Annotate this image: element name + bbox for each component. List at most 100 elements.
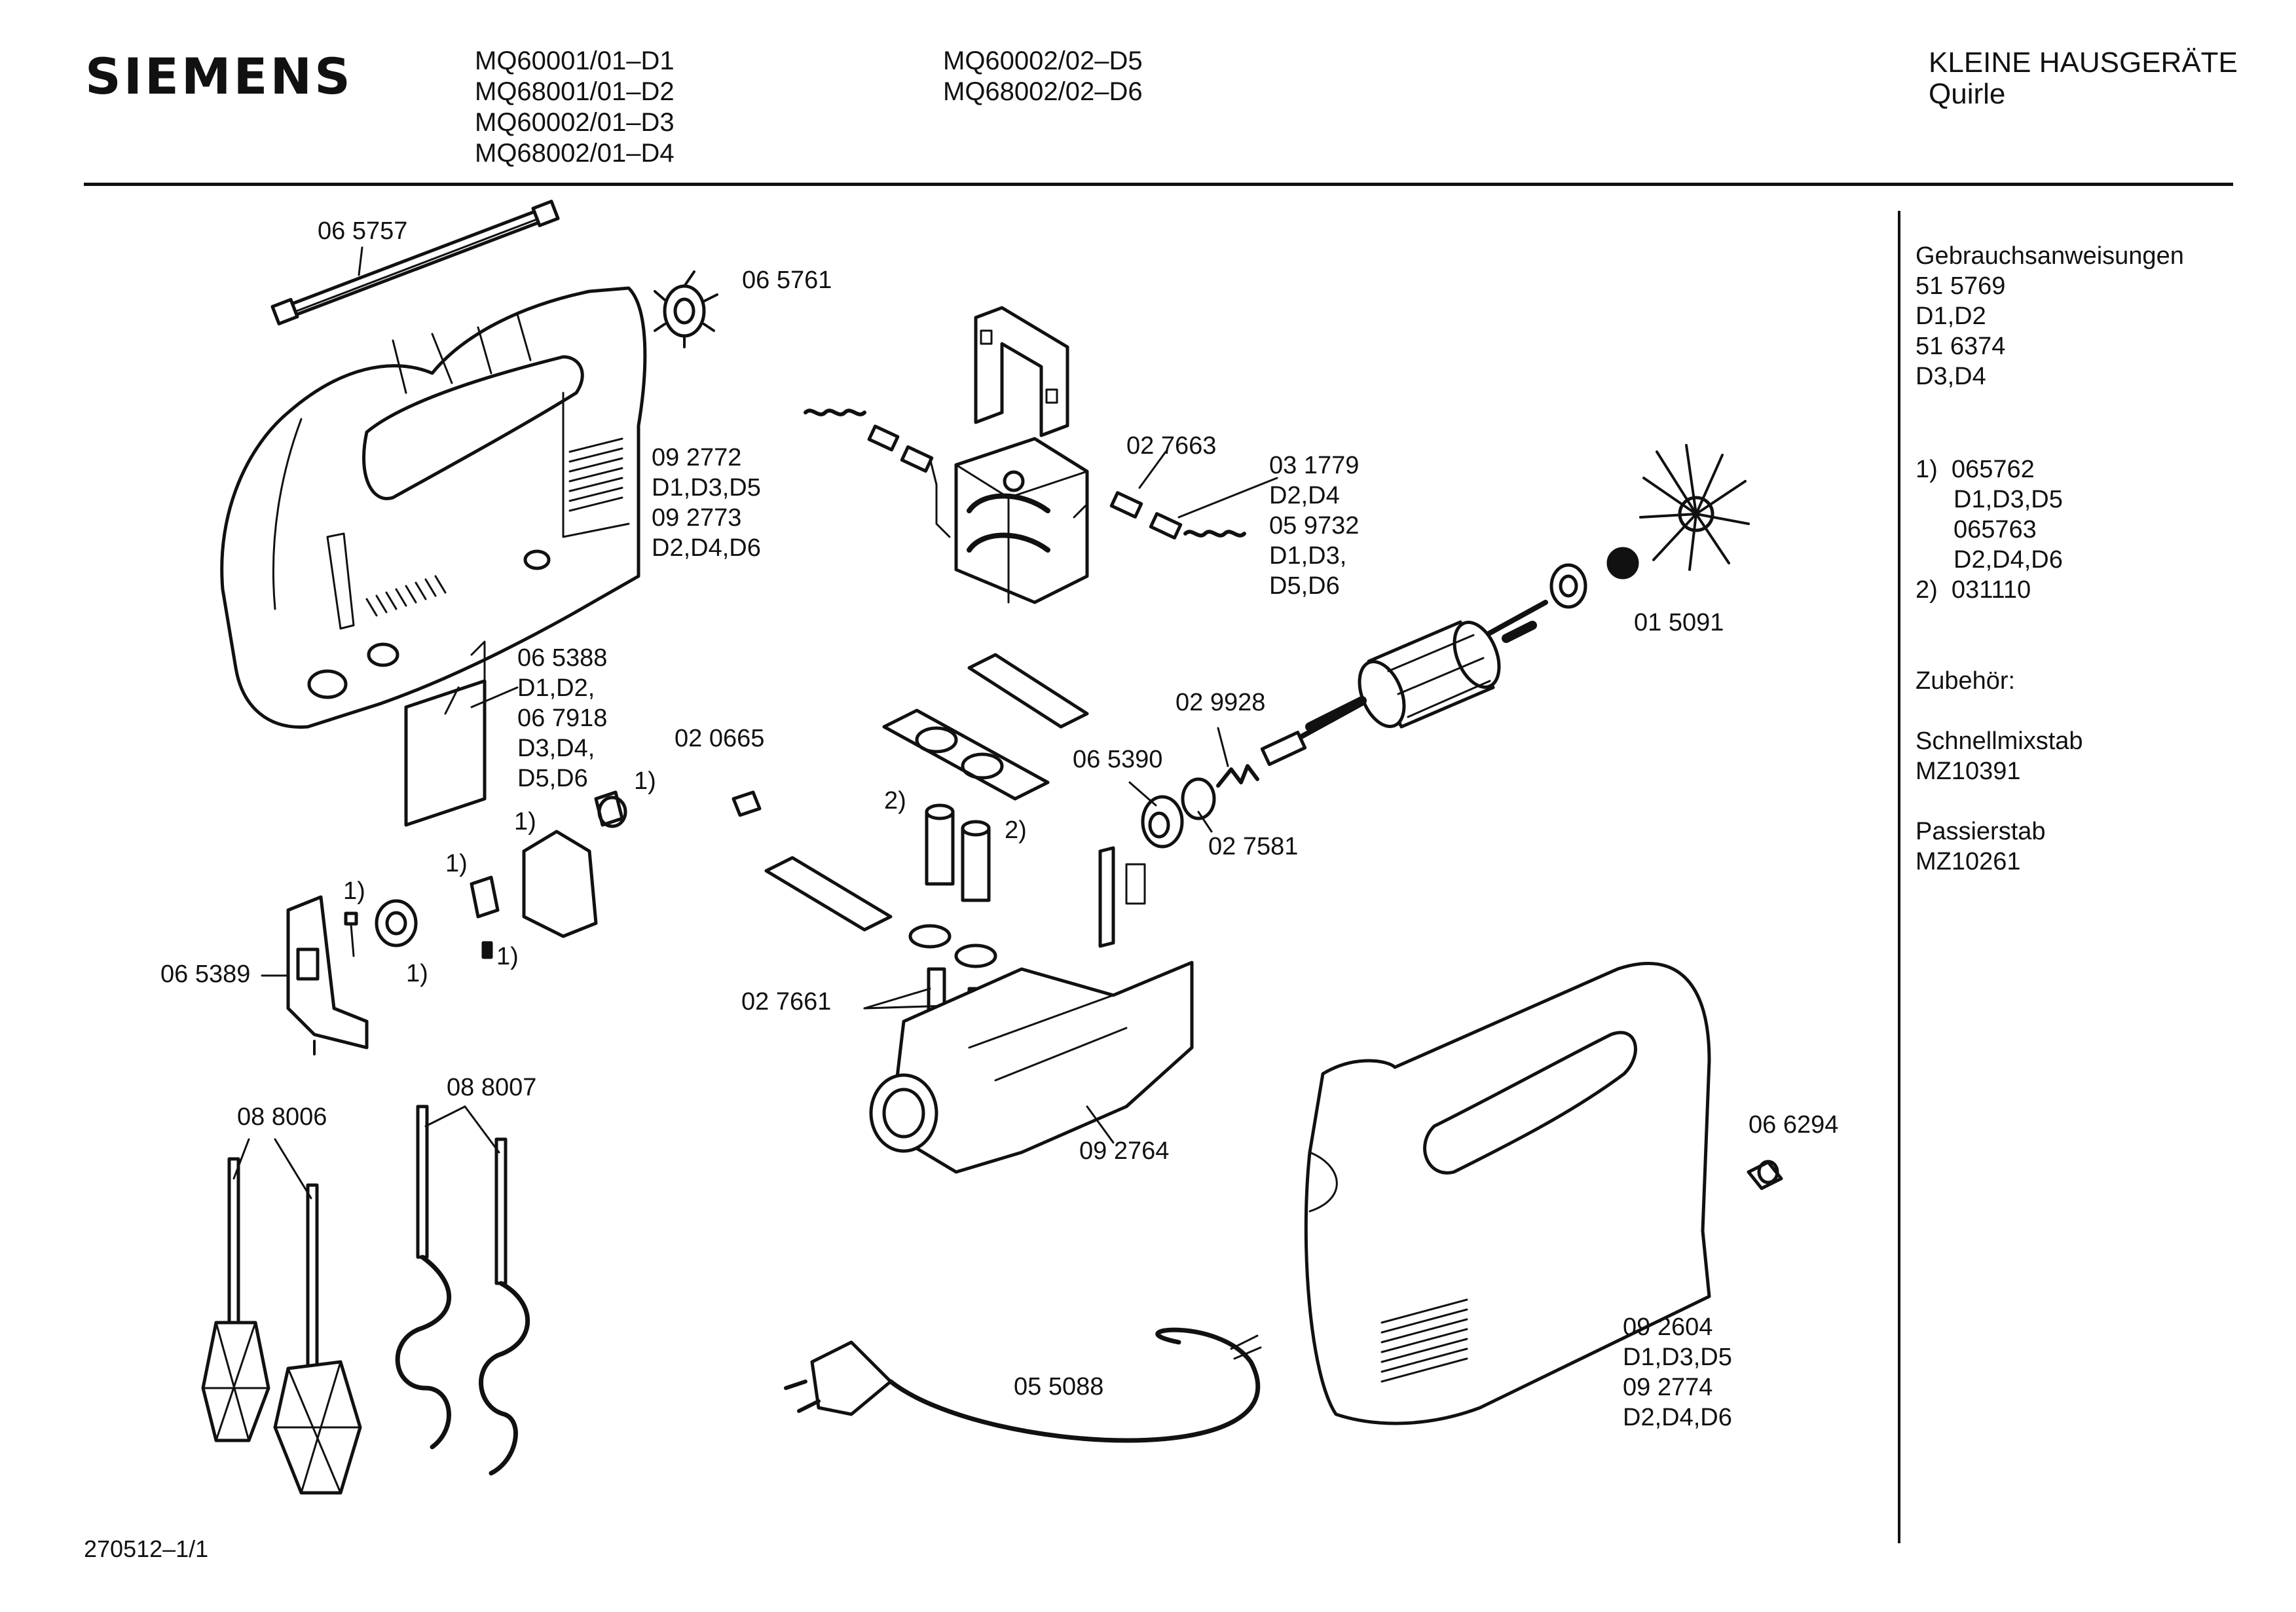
part-label-065761: 06 5761 [742, 266, 832, 294]
part-label-line: D1,D3, [1269, 542, 1347, 570]
manual-item: 51 6374 [1916, 333, 2006, 360]
outer-housing [1304, 962, 1711, 1425]
fan-part [654, 270, 718, 348]
manual-item: D1,D2 [1916, 302, 1986, 330]
note-row: 1) 065762 [1916, 454, 2063, 485]
part-label-line: 06 7918 [517, 705, 608, 732]
part-label-066294: 06 6294 [1749, 1111, 1839, 1139]
upper-housing [220, 286, 647, 729]
model-list-2: MQ60002/02–D5 MQ68002/02–D6 [943, 46, 1143, 107]
cooling-fan [1639, 444, 1750, 571]
part-label-020665: 02 0665 [675, 725, 765, 752]
armature-rotor [1281, 547, 1639, 749]
part-label-027581: 02 7581 [1208, 833, 1299, 860]
note-line: D2,D4,D6 [1953, 546, 2063, 574]
note-marker-1: 1) [343, 877, 365, 905]
note-line: 065762 [1951, 456, 2035, 483]
part-label-029928: 02 9928 [1176, 689, 1266, 716]
manual-item: 51 5769 [1916, 272, 2006, 300]
model-item: MQ60002/01–D3 [475, 108, 675, 137]
leader-line [1138, 450, 1167, 489]
brush-spring-left [804, 409, 951, 538]
header-rule [84, 183, 2233, 186]
part-label-line: D1,D2, [517, 674, 595, 702]
cap-part [1747, 1160, 1783, 1190]
leader-line [424, 1105, 466, 1127]
small-parts [344, 790, 762, 959]
leader-line [1086, 1105, 1115, 1144]
part-label-065389: 06 5389 [160, 961, 251, 988]
part-label-line: 03 1779 [1269, 452, 1360, 479]
part-label-065757: 06 5757 [318, 217, 408, 245]
leader-line [863, 987, 931, 1010]
motor-stator [954, 437, 1089, 604]
part-label-055088: 05 5088 [1014, 1373, 1104, 1401]
leader-line [232, 1138, 250, 1180]
model-item: MQ68002/02–D6 [943, 77, 1143, 106]
accessory-code: MZ10391 [1916, 758, 2021, 785]
part-label-031779: 03 1779 D2,D4 05 9732 D1,D3, D5,D6 [1269, 450, 1359, 601]
part-label-line: D1,D3,D5 [652, 474, 761, 502]
sidebar-divider [1898, 211, 1900, 1543]
manuals-title: Gebrauchsanweisungen [1916, 242, 2184, 270]
part-label-line: D1,D3,D5 [1623, 1344, 1732, 1371]
note-marker-1: 1) [634, 767, 656, 795]
part-label-line: D5,D6 [517, 765, 588, 792]
dough-hooks [395, 1105, 530, 1476]
note-marker-1: 1) [445, 850, 468, 877]
note-marker-1: 1) [514, 808, 536, 835]
note-row: 2) 031110 [1916, 575, 2063, 605]
note-marker-1: 1) [406, 960, 428, 987]
leader-line [470, 686, 519, 708]
accessories-title: Zubehör: [1916, 667, 2016, 695]
part-label-088006: 08 8006 [237, 1103, 327, 1131]
model-item: MQ60001/01–D1 [475, 46, 675, 75]
switch-slider [286, 895, 369, 1055]
leader-line [1177, 477, 1278, 519]
model-item: MQ68001/01–D2 [475, 77, 675, 106]
motor-bracket [974, 306, 1069, 437]
part-label-line: 09 2772 [652, 444, 742, 471]
part-label-015091: 01 5091 [1634, 609, 1724, 636]
notes-block: 1) 065762 D1,D3,D5 065763 D2,D4,D6 2) 03… [1916, 454, 2063, 605]
beaters [201, 1157, 362, 1495]
part-label-088007: 08 8007 [447, 1074, 537, 1101]
brand-logo: SIEMENS [85, 47, 353, 105]
brush-spring-right [1073, 490, 1246, 540]
part-label-027661: 02 7661 [741, 988, 832, 1016]
part-label-092772: 09 2772 D1,D3,D5 09 2773 D2,D4,D6 [652, 443, 761, 563]
leader-line [1217, 727, 1229, 767]
part-label-065388: 06 5388 D1,D2, 06 7918 D3,D4, D5,D6 [517, 643, 607, 794]
gear-assembly [1141, 731, 1307, 849]
part-label-092764: 09 2764 [1079, 1137, 1170, 1165]
note-marker-2: 2) [884, 787, 906, 815]
leader-line [358, 246, 363, 276]
category-subtitle: Quirle [1929, 78, 2006, 110]
note-line: 031110 [1951, 576, 2031, 604]
part-label-027663: 02 7663 [1126, 432, 1217, 460]
part-label-line: D5,D6 [1269, 572, 1340, 600]
note-line: 065763 [1953, 516, 2037, 543]
note-number: 1) [1916, 456, 1938, 483]
accessory-name: Passierstab [1916, 818, 2046, 845]
gear-housing [869, 846, 1194, 1174]
switch-plate [404, 640, 487, 827]
manuals-block: Gebrauchsanweisungen 51 5769 D1,D2 51 63… [1916, 241, 2184, 392]
part-label-065390: 06 5390 [1073, 746, 1163, 773]
part-label-line: 09 2604 [1623, 1313, 1713, 1341]
drawing-code: 270512–1/1 [84, 1535, 209, 1562]
gearbox-parts [764, 653, 1089, 1036]
model-item: MQ60002/02–D5 [943, 46, 1143, 75]
part-label-line: D2,D4,D6 [652, 534, 761, 562]
part-label-line: 09 2773 [652, 504, 742, 532]
part-label-line: D2,D4 [1269, 482, 1340, 509]
accessory-code: MZ10261 [1916, 848, 2021, 875]
accessory-name: Schnellmixstab [1916, 727, 2083, 755]
power-cord [784, 1327, 1262, 1443]
note-marker-1: 1) [496, 943, 519, 970]
accessories-block: Zubehör: Schnellmixstab MZ10391 Passiers… [1916, 666, 2083, 877]
leader-line [1128, 781, 1157, 807]
model-list-1: MQ60001/01–D1 MQ68001/01–D2 MQ60002/01–D… [475, 46, 675, 169]
part-label-line: 06 5388 [517, 644, 608, 672]
